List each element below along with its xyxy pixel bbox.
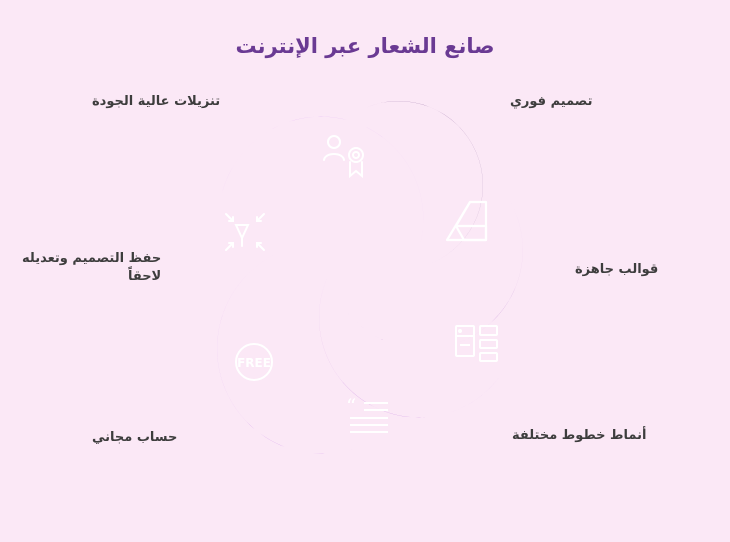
user-award-icon xyxy=(323,135,364,179)
template-grid-icon xyxy=(455,325,498,362)
save-arrows-icon xyxy=(225,213,265,251)
petal-save-edit xyxy=(205,215,390,372)
page-title: صانع الشعار عبر الإنترنت xyxy=(235,34,495,58)
label-instant-design: تصميم فوري xyxy=(510,94,593,109)
svg-text:“: “ xyxy=(346,394,356,418)
free-badge-icon: FREE xyxy=(235,343,273,381)
petal-instant-design xyxy=(365,101,483,264)
triangle-ruler-icon xyxy=(445,200,488,242)
label-free-account: حساب مجاني xyxy=(92,430,178,445)
petal-hq-downloads xyxy=(222,116,424,245)
label-templates: قوالب جاهزة xyxy=(575,262,659,277)
label-save-edit: حفظ التصميم وتعديله لاحقاً xyxy=(22,251,162,284)
svg-text:FREE: FREE xyxy=(237,356,271,370)
label-hq-downloads: تنزيلات عالية الجودة xyxy=(92,94,221,109)
label-font-styles: أنماط خطوط مختلفة xyxy=(512,428,647,443)
quote-text-icon: “ xyxy=(346,394,388,433)
